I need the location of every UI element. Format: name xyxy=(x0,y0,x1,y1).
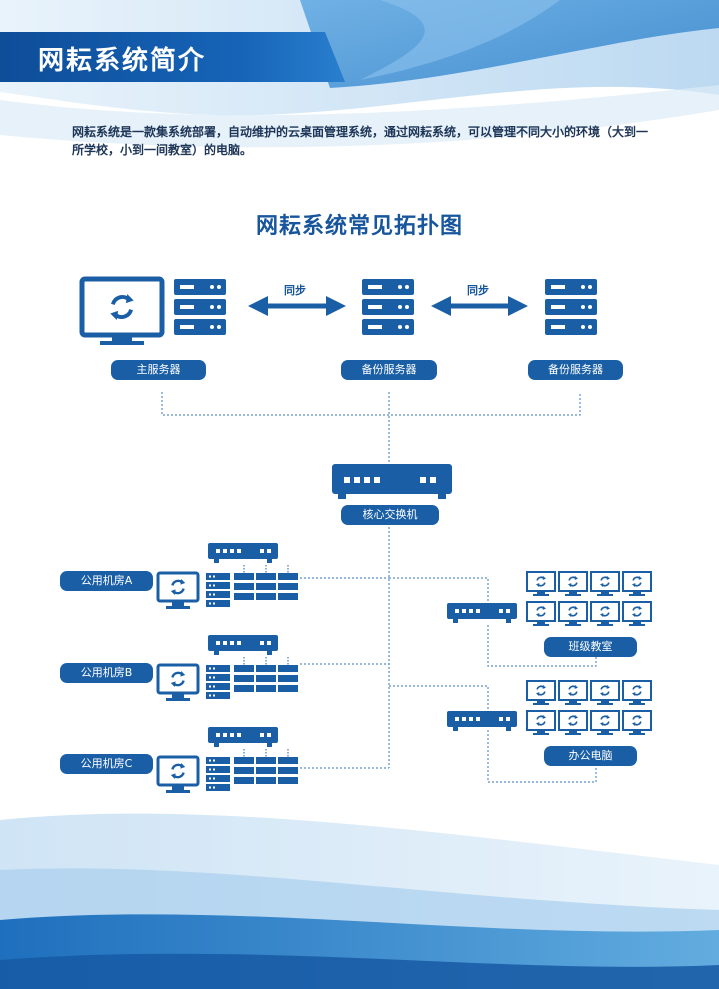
classroom-monitors-icon xyxy=(527,572,651,626)
main-server-label: 主服务器 xyxy=(111,360,206,380)
backup-server-2-icon xyxy=(545,279,597,335)
sync-arrow-1 xyxy=(248,296,346,316)
room-b-label: 公用机房B xyxy=(60,663,153,683)
room-c-monitor-icon xyxy=(158,757,198,793)
room-b-monitor-icon xyxy=(158,665,198,701)
backup-server-1-label: 备份服务器 xyxy=(341,360,437,380)
sync-arrow-2 xyxy=(431,296,528,316)
room-c-switch-icon xyxy=(208,727,278,747)
room-a-rack-icon xyxy=(206,573,230,607)
footer-wave-background xyxy=(0,813,719,989)
backup-server-2-label: 备份服务器 xyxy=(528,360,623,380)
room-b-pc-grid-icon xyxy=(233,656,299,693)
core-switch-icon xyxy=(332,464,452,499)
room-a-pc-grid-icon xyxy=(233,564,299,601)
title-banner xyxy=(0,32,345,82)
classroom-switch-icon xyxy=(447,603,517,623)
main-server-monitor-icon xyxy=(79,276,165,345)
room-c-rack-icon xyxy=(206,757,230,791)
room-b-rack-icon xyxy=(206,665,230,699)
diagram-title: 网耘系统常见拓扑图 xyxy=(255,214,463,239)
network-connector-lines xyxy=(300,527,597,783)
office-monitors-icon xyxy=(527,681,651,735)
sync-label-2: 同步 xyxy=(467,284,489,297)
office-switch-icon xyxy=(447,711,517,731)
room-a-label: 公用机房A xyxy=(60,571,153,591)
classroom-label: 班级教室 xyxy=(544,637,637,657)
room-a-switch-icon xyxy=(208,543,278,563)
header-wave-background xyxy=(0,0,719,200)
room-b-switch-icon xyxy=(208,635,278,655)
room-c-pc-grid-icon xyxy=(233,748,299,785)
room-a-monitor-icon xyxy=(158,573,198,609)
main-server-icon xyxy=(174,279,226,335)
core-switch-label: 核心交换机 xyxy=(341,505,439,525)
page-title: 网耘系统简介 xyxy=(38,46,207,76)
backup-server-1-icon xyxy=(362,279,414,335)
server-connector-lines xyxy=(161,392,581,463)
room-c-label: 公用机房C xyxy=(60,754,153,774)
office-label: 办公电脑 xyxy=(544,746,637,766)
sync-label-1: 同步 xyxy=(284,284,306,297)
intro-paragraph: 网耘系统是一款集系统部署，自动维护的云桌面管理系统，通过网耘系统，可以管理不同大… xyxy=(72,125,649,157)
